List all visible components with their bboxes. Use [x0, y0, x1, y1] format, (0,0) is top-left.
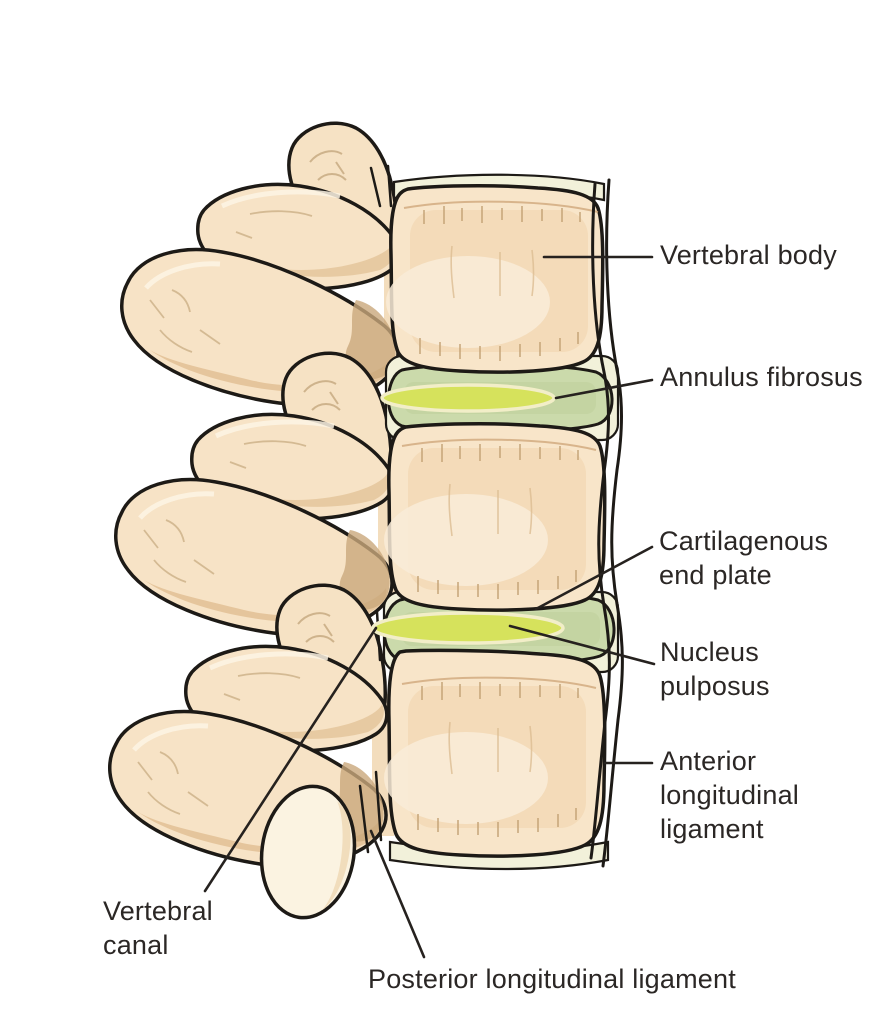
leader-vertebral-canal	[203, 626, 378, 893]
leader-lines	[203, 255, 656, 959]
label-cartilagenous-end-plate: Cartilagenous end plate	[659, 526, 829, 590]
label-anterior-longitudinal-ligament: Anterior longitudinal ligament	[660, 746, 800, 844]
anterior-longitudinal-ligament-line	[589, 178, 624, 868]
intervertebral-disc-1	[380, 362, 614, 434]
leader-cartilagenous-end-plate	[534, 545, 654, 611]
leader-nucleus-pulposus	[508, 624, 656, 666]
posterior-longitudinal-ligament-line	[358, 164, 393, 854]
label-vertebral-body: Vertebral body	[660, 240, 837, 270]
vertebral-body-2	[383, 422, 607, 612]
vertebra-1-posterior-arch	[122, 123, 406, 404]
label-vertebral-canal: Vertebral canal	[103, 896, 213, 960]
label-annulus-fibrosus: Annulus fibrosus	[660, 362, 863, 392]
vertebral-body-1	[385, 184, 605, 374]
leader-posterior-longitudinal-ligament	[369, 829, 426, 959]
label-posterior-longitudinal-ligament: Posterior longitudinal ligament	[368, 964, 736, 994]
nucleus-pulposus-1	[380, 383, 556, 413]
vertebral-body-3	[383, 648, 607, 858]
leader-annulus-fibrosus	[554, 378, 654, 400]
nucleus-pulposus-2	[371, 611, 565, 645]
posterior-elements	[110, 123, 406, 920]
label-nucleus-pulposus: Nucleus pulposus	[660, 637, 770, 701]
inferior-articular-process	[259, 784, 357, 920]
